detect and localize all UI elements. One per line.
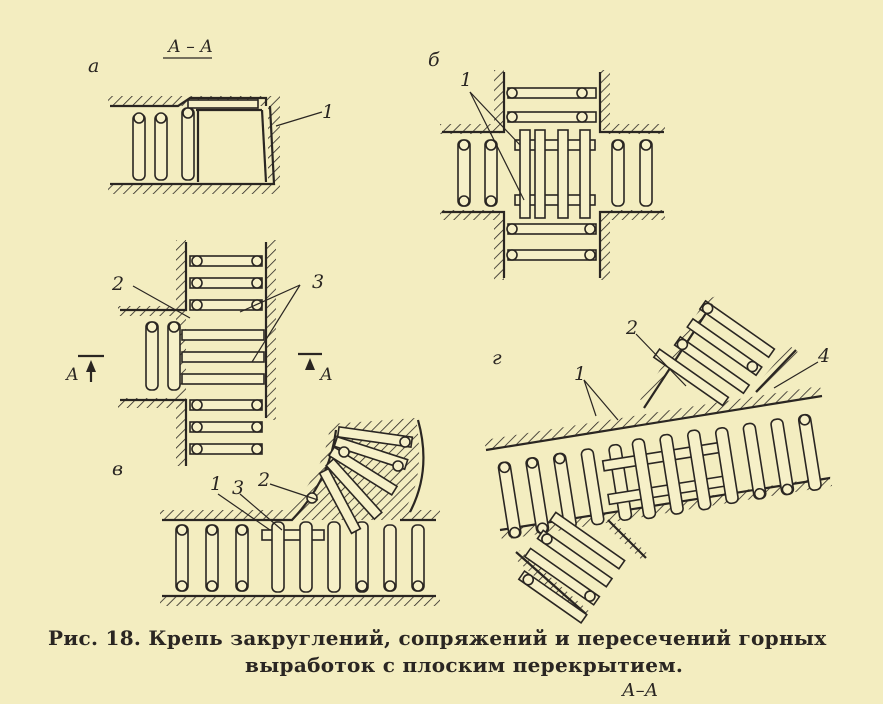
callout-v-1: 1 [210, 473, 222, 495]
panel-v-letter: в [112, 458, 123, 480]
callout-g-2: 2 [625, 317, 638, 339]
figure-caption: Рис. 18. Крепь закруглений, сопряжений и… [48, 625, 848, 679]
callout-b-1: 1 [460, 69, 472, 91]
section-label-a: А – А [167, 37, 213, 57]
panel-g-drawing: г [484, 296, 832, 624]
panel-a-letter: а [88, 55, 99, 77]
callout-g-4: 4 [817, 345, 830, 367]
callout-g-1: 1 [574, 363, 586, 385]
section-mark-right: А [319, 365, 333, 385]
bottom-section-label: А–А [622, 680, 659, 701]
section-mark-left: А [65, 365, 79, 385]
panel-v-drawing: в 2 3 А А [65, 240, 440, 606]
panel-a-drawing: а А – А 1 [88, 37, 334, 194]
callout-a-1: 1 [322, 101, 334, 123]
caption-line-2: выработок с плоским перекрытием. [245, 653, 684, 677]
callout-v-2: 2 [111, 273, 124, 295]
callout-v-2b: 2 [257, 469, 270, 491]
caption-line-1: Рис. 18. Крепь закруглений, сопряжений и… [48, 626, 827, 650]
panel-g-letter: г [492, 347, 502, 369]
panel-b-drawing: б 1 [428, 49, 665, 280]
panel-b-letter: б [428, 49, 440, 71]
callout-v-3: 3 [312, 271, 324, 293]
callout-v-3b: 3 [232, 477, 244, 499]
